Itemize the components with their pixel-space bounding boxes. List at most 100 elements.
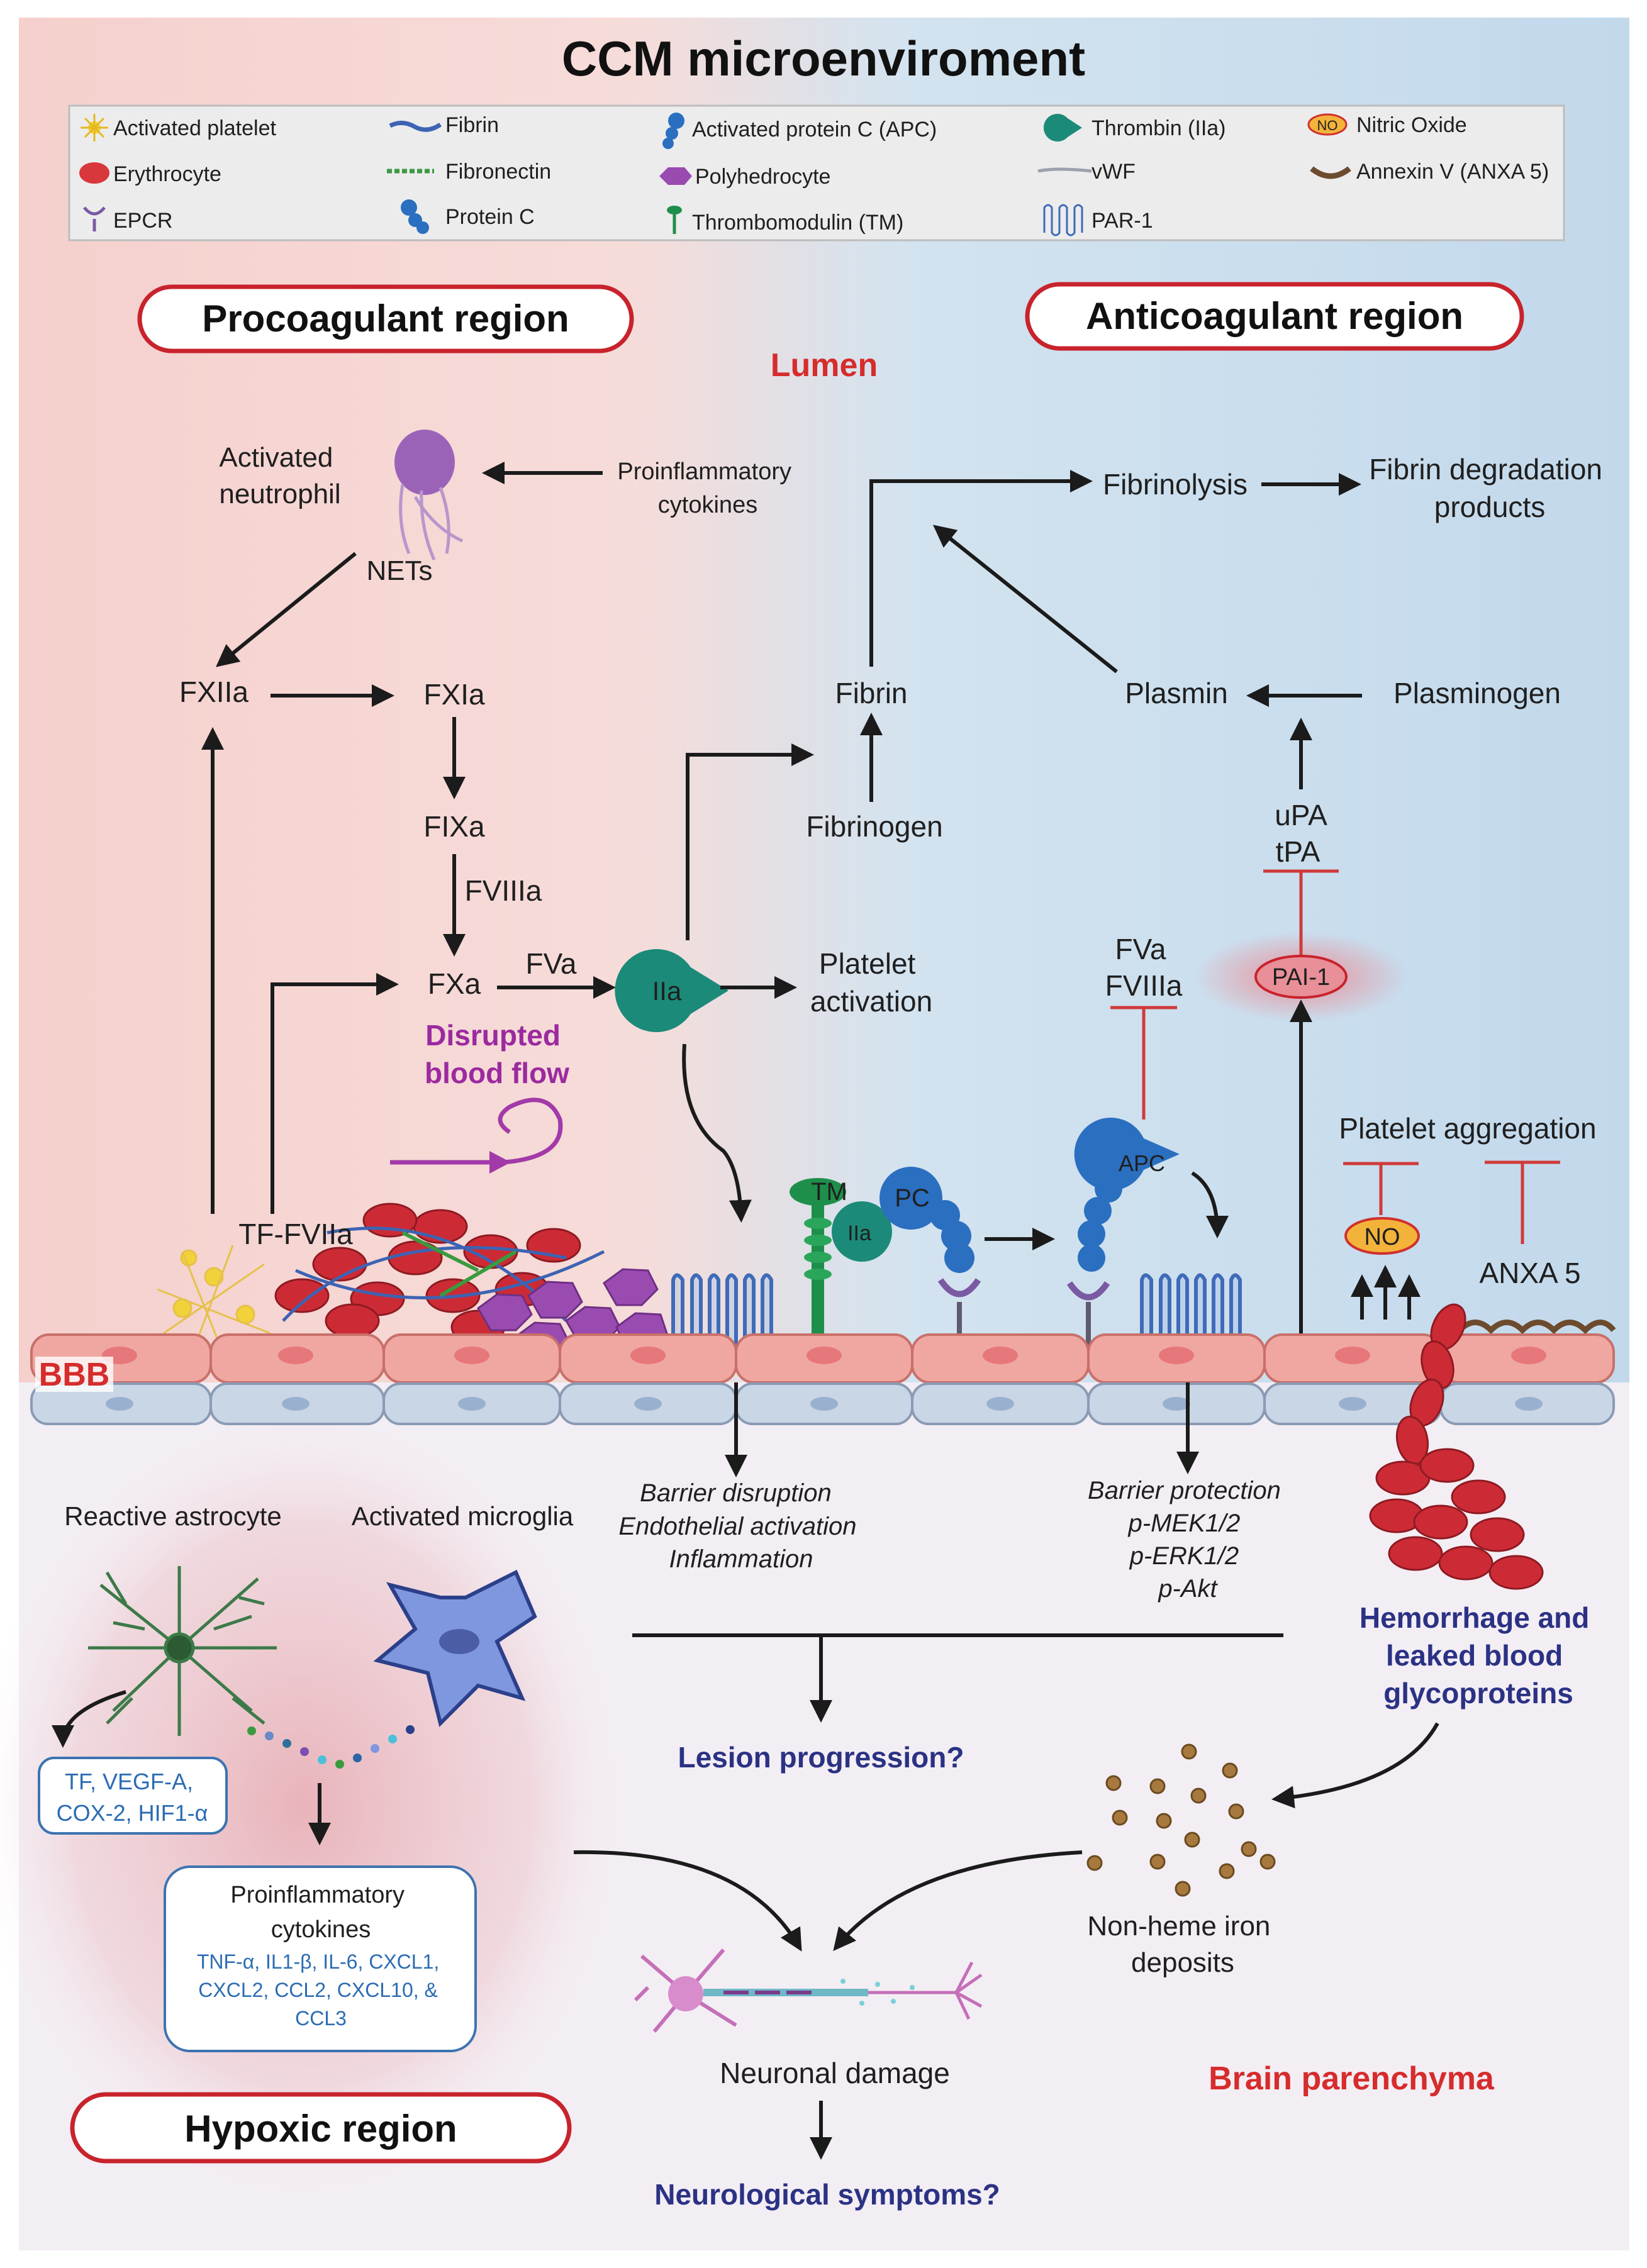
cytokine-release-dots-icon [247,1725,415,1769]
lumen-label: Lumen [771,347,878,384]
leaking-erythrocytes-icon [1395,1303,1466,1465]
fibrinolysis-node: Fibrinolysis [1103,468,1248,501]
svg-text:TF, VEGF-A, COX-2, HIF1-: TF, VEGF-A, COX-2, HIF1-α [57,1769,208,1826]
iia-label: IIa [652,976,682,1006]
neurological-symptoms-label: Neurological symptoms? [654,2178,1000,2211]
fxia-node: FXIa [423,678,485,711]
legend-item-polyhedrocyte: Polyhedrocyte [659,165,830,189]
legend-label: EPCR [113,209,172,233]
legend-label: Polyhedrocyte [695,165,830,189]
iron-deposits-label: Non-heme iron deposits [1087,1911,1278,1978]
activated-platelets-icon [157,1245,271,1347]
annexin-layer-icon [1457,1320,1616,1335]
polyhedrocyte-icon [659,167,692,185]
hypoxic-region-label: Hypoxic region [70,2092,572,2164]
arrow-neutrophil-to-fxiia [216,552,357,667]
legend-item-apc: Activated protein C (APC) [662,113,937,149]
inhibit-pai1-tpa [1263,869,1339,955]
nitric-oxide-icon: NO [1307,113,1348,136]
arrow-hypoxic-to-neuron [573,1850,802,1952]
arrow-astrocyte-to-factors [52,1690,126,1748]
svg-text:Procoagulant region: Procoagulant region [202,297,569,340]
pc-label: PC [895,1184,930,1212]
svg-text:Hypoxic region: Hypoxic region [184,2108,457,2150]
plasmin-node: Plasmin [1125,677,1228,709]
hemorrhage-erythrocytes-icon [1369,1448,1544,1590]
fibrin-degradation-products-node: Fibrin degradation products [1369,453,1611,523]
iia-small-label: IIa [847,1221,871,1245]
annexin-icon [1310,166,1351,179]
apc-icon [662,113,684,149]
fviiia-right-node: FVIIIa [1105,969,1183,1002]
neuronal-damage-label: Neuronal damage [720,2057,950,2089]
apc-label: APC [1119,1150,1165,1176]
legend-label: Fibronectin [445,160,551,184]
platelet-activation-label: Platelet activation [810,947,932,1018]
legend-label: PAR-1 [1091,209,1153,233]
astrocyte-icon [88,1566,277,1736]
disrupted-blood-flow-label: Disrupted blood flow [425,1019,569,1089]
legend-item-fibrin: Fibrin [389,113,499,137]
fva-right-node: FVa [1115,933,1166,965]
fibrin-node: Fibrin [835,677,907,709]
arrow-apc-to-par1 [1191,1171,1229,1238]
astrocyte-factors-box: TF, VEGF-A, COX-2, HIF1-α [38,1757,228,1835]
legend-label: Erythrocyte [113,162,221,186]
legend-item-thrombin: Thrombin (IIa) [1043,114,1226,142]
fxa-node: FXa [428,967,481,1000]
upa-node: uPA [1275,799,1327,831]
legend-item-par1: PAR-1 [1043,204,1153,236]
fixa-node: FIXa [423,810,485,843]
arrow-hemorrhage-to-iron [1271,1722,1439,1809]
neutrophil-icon [394,430,464,561]
procoagulant-region-label: Procoagulant region [137,284,634,353]
inhibit-no-platelet [1343,1162,1419,1215]
protein-c-icon [401,199,429,234]
apc-icon: APC [1066,1118,1180,1352]
legend-label: Annexin V (ANXA 5) [1356,160,1549,184]
platelet-aggregation-node: Platelet aggregation [1339,1112,1596,1145]
nets-label: NETs [366,555,432,586]
no-release-arrows [1351,1265,1421,1320]
legend-label: Thrombomodulin (TM) [692,211,903,235]
reactive-astrocyte-label: Reactive astrocyte [64,1501,281,1531]
legend-item-fibronectin: Fibronectin [387,160,551,184]
legend-label: vWF [1091,160,1136,184]
tf-fviia-node: TF-FVIIa [238,1218,353,1250]
inhibit-anxa5-platelet [1485,1160,1560,1244]
endothelial-layer [30,1333,1615,1425]
lesion-progression-label: Lesion progression? [678,1741,964,1774]
bbb-label: BBB [39,1357,110,1393]
legend-label: Nitric Oxide [1356,113,1467,137]
svg-text:NO: NO [1365,1224,1400,1250]
microglia-icon [373,1569,537,1727]
thrombin-icon [1043,114,1082,142]
neutrophil-label: Activated neutrophil [219,442,340,509]
legend-label: Activated platelet [113,116,276,140]
svg-text:PAI-1: PAI-1 [1272,964,1330,991]
protein-c-icon: PC [879,1167,981,1352]
arrow-fibrin-to-fibrinolysis [869,470,1093,667]
fva-cofactor: FVa [526,947,577,980]
legend: Activated platelet Erythrocyte EPCR Fibr… [68,104,1565,242]
thrombomodulin-icon: TM [790,1178,847,1355]
inhibit-apc-fva [1110,1006,1177,1120]
legend-label: Activated protein C (APC) [692,118,937,142]
no-node: NO [1344,1217,1420,1255]
arrow-iia-to-par1 [682,1043,752,1223]
arrow-iia-to-fibrin [686,743,814,940]
lumen-background [19,18,1629,1382]
legend-item-thrombomodulin: Thrombomodulin (TM) [667,206,903,235]
svg-text:Anticoagulant region: Anticoagulant region [1086,295,1463,337]
barrier-disruption-label: Barrier disruption Endothelial activatio… [618,1479,863,1573]
legend-item-vwf: vWF [1037,160,1136,184]
erythrocyte-icon [79,162,109,184]
legend-item-erythrocyte: Erythrocyte [79,162,221,186]
disrupted-flow-arrowhead [489,1151,511,1174]
brain-parenchyma-label: Brain parenchyma [1209,2060,1495,2097]
plasminogen-node: Plasminogen [1393,677,1561,709]
fviiia-cofactor: FVIIIa [465,874,542,907]
platelet-icon [81,114,108,142]
nitric-oxide-badge: NO [1317,118,1338,133]
